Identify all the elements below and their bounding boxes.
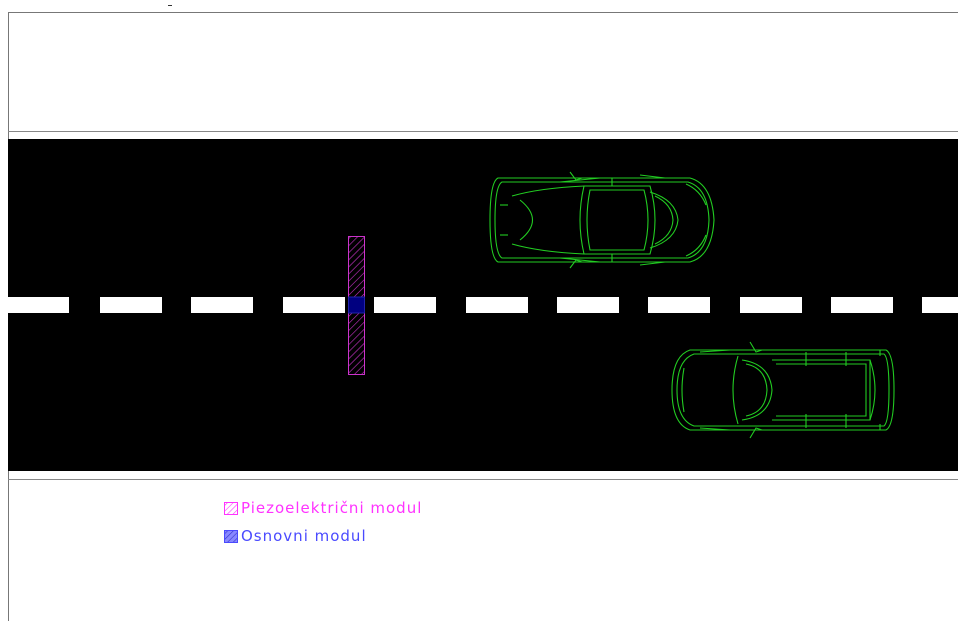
- piezo-module: [348, 236, 365, 375]
- lane-dash: [374, 297, 436, 313]
- van-car-icon: [671, 341, 895, 439]
- lane-dash: [557, 297, 619, 313]
- lane-dash: [191, 297, 253, 313]
- lane-dash: [8, 297, 69, 313]
- piezo-legend-swatch: [224, 502, 238, 515]
- base-legend-swatch: [224, 530, 238, 543]
- piezo-legend-label: Piezoelektrični modul: [241, 499, 422, 517]
- legend: Piezoelektrični modul Osnovni modul: [224, 499, 422, 545]
- lane-dash: [831, 297, 893, 313]
- lane-dash: [100, 297, 162, 313]
- lane-dash: [466, 297, 528, 313]
- lane-dash: [922, 297, 958, 313]
- lane-dash: [740, 297, 802, 313]
- lane-dash: [283, 297, 345, 313]
- lane-dash: [648, 297, 710, 313]
- base-module: [348, 296, 365, 314]
- lane-markings: [8, 297, 958, 313]
- sedan-car-icon: [489, 171, 715, 269]
- base-legend-label: Osnovni modul: [241, 527, 367, 545]
